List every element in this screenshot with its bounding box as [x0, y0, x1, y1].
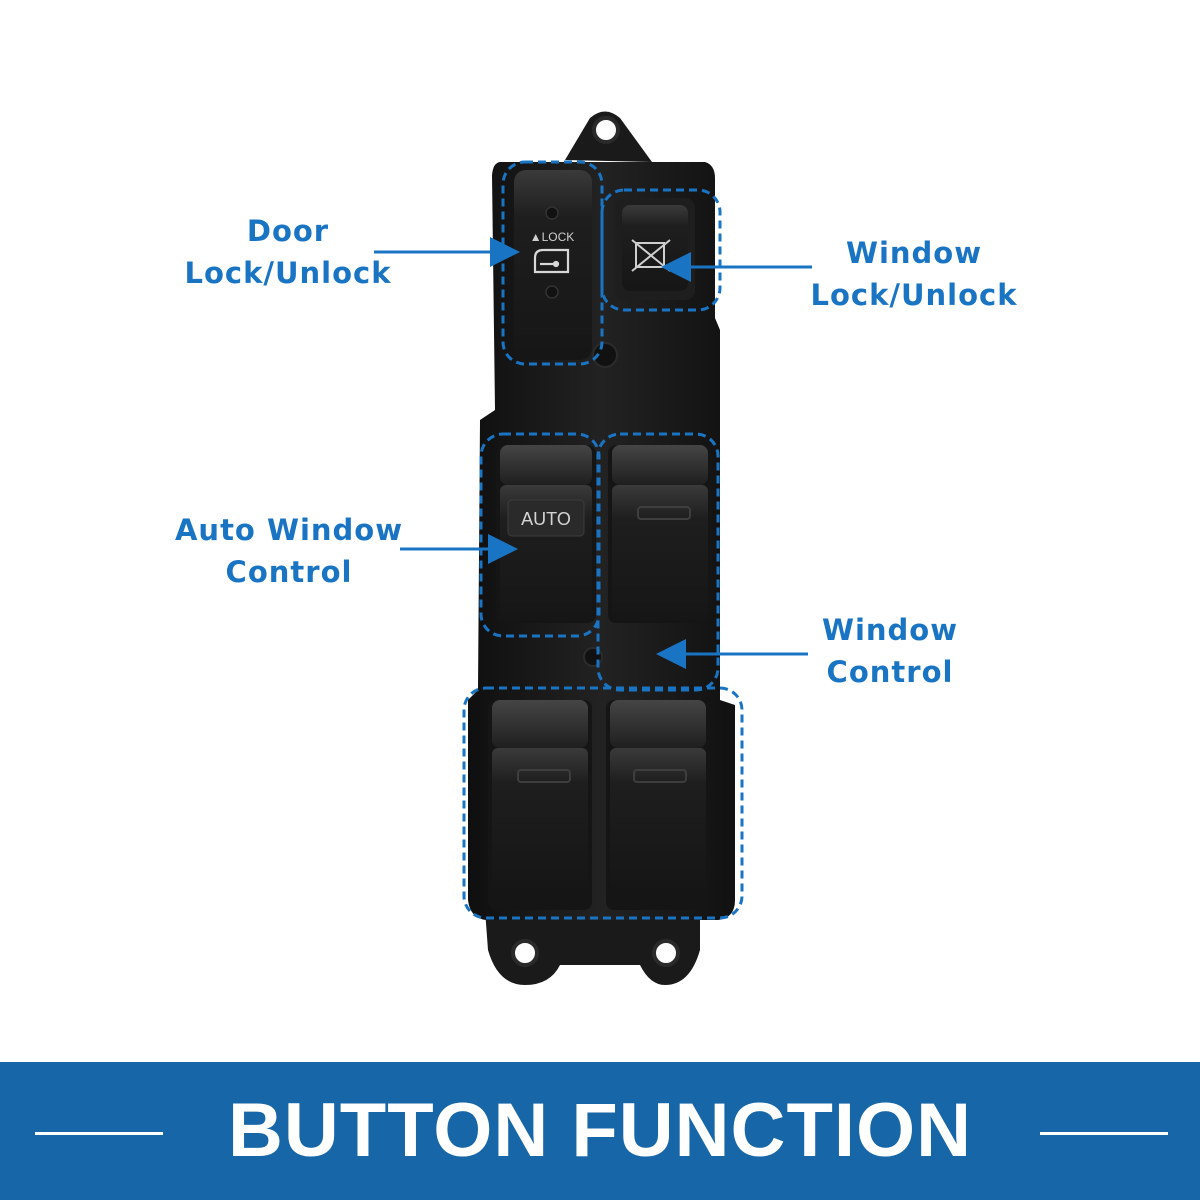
auto-window-label-line2: Control [225, 555, 353, 589]
door-lock-label-line1: Door [246, 214, 330, 248]
auto-window-switch[interactable]: AUTO [496, 445, 596, 623]
window-lock-outline [600, 188, 722, 312]
lock-text: ▲LOCK [530, 230, 575, 244]
rear-switches-outline [462, 686, 744, 920]
grip-ridge [517, 769, 571, 783]
window-lock-label-line1: Window [845, 236, 983, 270]
window-control-label-line1: Window [821, 613, 959, 647]
door-open-icon [533, 248, 570, 274]
door-lock-outline [501, 160, 604, 366]
window-lock-label: Window Lock/Unlock [796, 232, 1032, 316]
bottom-mounting-tab [485, 910, 700, 985]
rear-left-window-switch[interactable] [488, 700, 592, 910]
window-control-label-line2: Control [826, 655, 954, 689]
auto-window-label-line1: Auto Window [174, 513, 404, 547]
indicator-dot-bottom [545, 285, 559, 299]
grip-ridge [633, 769, 687, 783]
grip-ridge [637, 506, 691, 520]
door-lock-label: Door Lock/Unlock [170, 210, 406, 294]
window-lock-switch[interactable] [615, 198, 695, 300]
window-control-outline [596, 432, 720, 692]
auto-label-plate [507, 499, 585, 537]
door-lock-switch[interactable]: ▲LOCK [514, 170, 592, 360]
callout-arrows [374, 237, 812, 669]
banner-rule-right [1040, 1132, 1168, 1135]
window-control-label: Window Control [790, 609, 990, 693]
highlight-outlines [462, 160, 744, 920]
auto-window-label: Auto Window Control [164, 509, 414, 593]
auto-text: AUTO [521, 509, 571, 529]
indicator-dot-top [545, 206, 559, 220]
passenger-window-switch[interactable] [608, 445, 712, 623]
top-mounting-tab [565, 111, 652, 162]
window-switch-photo: ▲LOCK AUTO [374, 111, 812, 985]
window-lock-label-line2: Lock/Unlock [810, 278, 1018, 312]
bottom-banner: BUTTON FUNCTION [0, 1062, 1200, 1200]
rear-right-window-switch[interactable] [606, 700, 710, 910]
housing-screw [592, 342, 618, 368]
banner-rule-left [35, 1132, 163, 1135]
banner-title: BUTTON FUNCTION [228, 1088, 972, 1173]
door-lock-label-line2: Lock/Unlock [184, 256, 392, 290]
